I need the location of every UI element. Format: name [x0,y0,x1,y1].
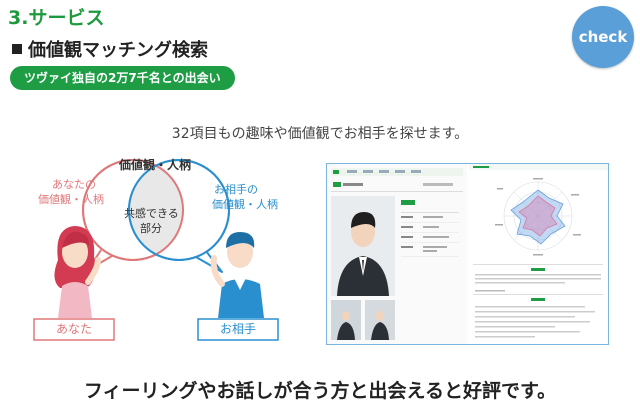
woman-figure [54,226,101,318]
partner-values-label-1: お相手の [214,183,258,196]
you-values-label-1: あなたの [52,178,96,191]
square-bullet-icon [12,44,22,54]
you-label: あなた [55,322,92,336]
profile-screenshot [326,163,609,345]
venn-illustration: 価値観・人柄 あなたの 価値観・人柄 お相手の 価値観・人柄 共感できる 部分 … [26,150,302,348]
overlap-label-1: 共感できる [124,207,179,220]
subheading: 価値観マッチング検索 [12,36,208,62]
radar-chart [495,178,581,256]
center-title: 価値観・人柄 [119,158,192,172]
man-figure [210,232,264,318]
you-values-label-2: 価値観・人柄 [38,193,104,206]
partner-label: お相手 [219,322,256,336]
closing-text: フィーリングやお話しが合う方と出会えると好評です。 [83,380,557,402]
lead-text: 32項目もの趣味や価値観でお相手を探せます。 [171,126,469,142]
you-label-box [33,318,115,341]
feature-badge: ツヴァイ独自の2万7千名との出会い [10,66,235,90]
partner-values-label-2: 価値観・人柄 [212,198,278,211]
check-button[interactable]: check [572,6,634,68]
overlap-label-2: 部分 [140,222,162,235]
section-title: 3.サービス [8,7,105,29]
subheading-text: 価値観マッチング検索 [28,40,208,61]
profile-photo [331,196,395,296]
partner-label-box [197,318,279,341]
overlap-area [128,165,184,255]
